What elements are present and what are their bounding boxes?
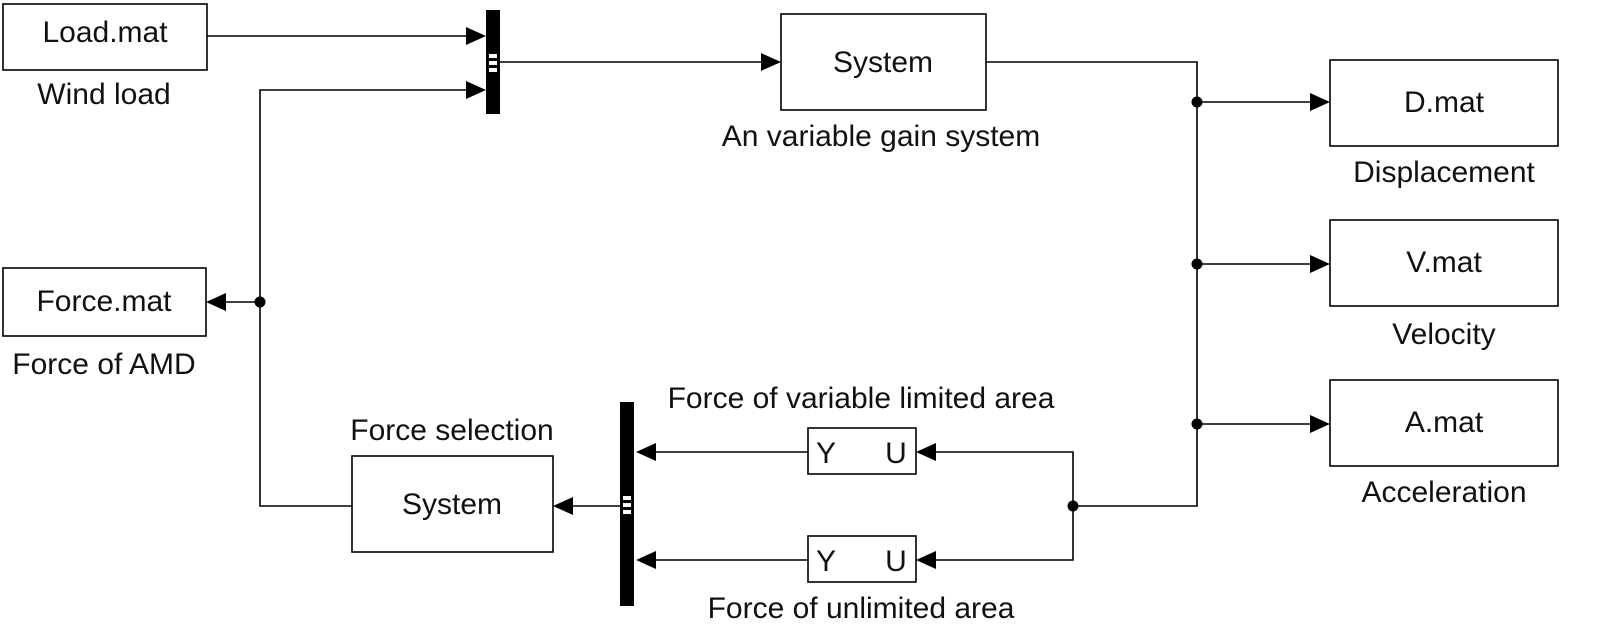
junction-dots — [254, 96, 1203, 512]
variable-gain-system-label: An variable gain system — [722, 120, 1041, 153]
wire-node-to-lookup-top — [932, 451, 1074, 506]
mux-bottom[interactable] — [620, 402, 634, 606]
wire-node-to-lookup-bottom — [932, 506, 1074, 561]
system-top-label: System — [833, 46, 933, 79]
load-mat-block[interactable]: Load.mat — [2, 3, 208, 71]
junction-dot — [1191, 96, 1203, 108]
a-mat-block[interactable]: A.mat — [1329, 379, 1559, 467]
force-mat-label: Force.mat — [36, 285, 172, 318]
wire-force-to-mux — [259, 89, 474, 302]
junction-dot — [1191, 258, 1203, 270]
junction-dot — [1191, 418, 1203, 430]
block-labels: Wind load Force of AMD An variable gain … — [12, 78, 1535, 625]
force-variable-limited-label: Force of variable limited area — [668, 382, 1055, 415]
arrowhead — [466, 81, 486, 99]
lookup-unlimited-block[interactable]: Y U — [807, 535, 917, 583]
force-selection-system-block[interactable]: System — [351, 455, 554, 553]
arrowheads — [206, 27, 1330, 569]
wire-selection-to-node — [259, 302, 352, 507]
arrowhead — [916, 551, 936, 569]
lookup-top-y-port: Y — [816, 437, 836, 470]
force-unlimited-label: Force of unlimited area — [708, 592, 1015, 625]
force-mat-block[interactable]: Force.mat — [2, 267, 207, 337]
arrowhead — [553, 497, 573, 515]
arrowhead — [206, 293, 226, 311]
junction-dot — [1067, 500, 1079, 512]
lookup-top-u-port: U — [885, 437, 907, 470]
mux-top[interactable] — [486, 10, 500, 114]
wind-load-label: Wind load — [37, 78, 170, 111]
arrowhead — [1310, 93, 1330, 111]
a-mat-label: A.mat — [1405, 406, 1484, 439]
velocity-label: Velocity — [1392, 318, 1495, 351]
arrowhead — [761, 53, 781, 71]
v-mat-block[interactable]: V.mat — [1329, 219, 1559, 307]
arrowhead — [1310, 415, 1330, 433]
displacement-label: Displacement — [1353, 156, 1535, 189]
wire-system-to-bus — [986, 61, 1198, 507]
lookup-bottom-u-port: U — [885, 545, 907, 578]
lookup-bottom-y-port: Y — [816, 545, 836, 578]
system-bottom-label: System — [402, 488, 502, 521]
variable-gain-system-block[interactable]: System — [780, 13, 987, 111]
arrowhead — [466, 27, 486, 45]
arrowhead — [636, 443, 656, 461]
load-mat-label: Load.mat — [42, 16, 168, 49]
v-mat-label: V.mat — [1406, 246, 1482, 279]
arrowhead — [916, 443, 936, 461]
d-mat-label: D.mat — [1404, 86, 1485, 119]
d-mat-block[interactable]: D.mat — [1329, 59, 1559, 147]
signal-lines — [207, 35, 1314, 561]
arrowhead — [636, 551, 656, 569]
lookup-variable-limited-block[interactable]: Y U — [807, 427, 917, 475]
arrowhead — [1310, 255, 1330, 273]
force-of-amd-label: Force of AMD — [12, 348, 195, 381]
junction-dot — [254, 296, 266, 308]
force-selection-label: Force selection — [350, 414, 553, 447]
acceleration-label: Acceleration — [1361, 476, 1526, 509]
